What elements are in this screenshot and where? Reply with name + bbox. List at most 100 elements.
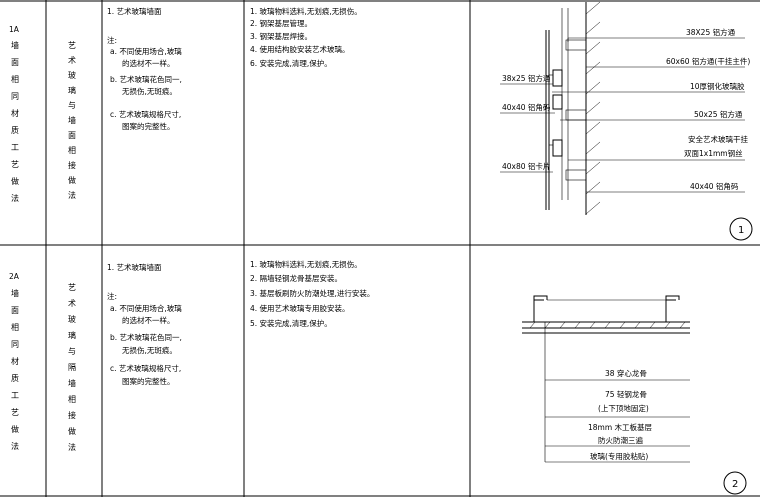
svg-text:面: 面 [11, 58, 19, 67]
svg-text:玻: 玻 [68, 314, 76, 324]
svg-text:1: 1 [738, 225, 744, 236]
svg-text:b. 艺术玻璃花色同一,: b. 艺术玻璃花色同一, [110, 332, 182, 342]
svg-text:a. 不同使用场合,玻璃: a. 不同使用场合,玻璃 [110, 303, 182, 313]
svg-text:10厚钢化玻璃胶: 10厚钢化玻璃胶 [690, 81, 745, 91]
svg-text:面: 面 [68, 131, 76, 140]
svg-text:隔: 隔 [68, 363, 76, 372]
svg-text:玻璃(专用胶粘贴): 玻璃(专用胶粘贴) [590, 451, 648, 461]
svg-text:双面1x1mm钢丝: 双面1x1mm钢丝 [684, 148, 743, 158]
svg-text:材: 材 [11, 108, 19, 118]
svg-text:工: 工 [11, 391, 19, 400]
row-1: 1A 墙 面 相 同 材 质 工 艺 做 法 艺 术 玻 璃 与 墙 面 相 接… [9, 1, 753, 241]
svg-text:法: 法 [11, 441, 19, 451]
svg-text:做: 做 [68, 426, 76, 436]
svg-text:同: 同 [11, 340, 19, 349]
svg-text:40x80 铝卡片: 40x80 铝卡片 [502, 161, 550, 171]
material-notes: 1. 艺术玻璃墙面 注: a. 不同使用场合,玻璃 的选材不一样。 b. 艺术玻… [107, 6, 182, 131]
svg-text:与: 与 [68, 101, 76, 110]
detail-number-badge: 1 [729, 217, 753, 241]
svg-text:艺: 艺 [11, 408, 19, 417]
svg-text:材: 材 [11, 356, 19, 366]
svg-text:75 轻钢龙骨: 75 轻钢龙骨 [605, 389, 647, 399]
process-steps: 1. 玻璃物料选料,无划痕,无损伤。 2. 钢架基层管理。 3. 钢架基层焊接。… [250, 6, 362, 68]
svg-text:18mm 木工板基层: 18mm 木工板基层 [588, 422, 653, 432]
svg-text:相: 相 [68, 145, 76, 155]
svg-text:相: 相 [11, 74, 19, 84]
svg-text:的选材不一样。: 的选材不一样。 [122, 315, 175, 325]
material-title: 1. 艺术玻璃墙面 [107, 262, 162, 272]
svg-text:与: 与 [68, 347, 76, 356]
svg-text:1. 玻璃物料选料,无划痕,无损伤。: 1. 玻璃物料选料,无划痕,无损伤。 [250, 259, 362, 269]
svg-text:璃: 璃 [68, 330, 76, 340]
svg-text:的选材不一样。: 的选材不一样。 [122, 58, 175, 68]
svg-text:2: 2 [732, 479, 738, 490]
svg-text:2. 钢架基层管理。: 2. 钢架基层管理。 [250, 18, 312, 28]
svg-text:无损伤,无斑痕。: 无损伤,无斑痕。 [122, 86, 177, 96]
svg-text:艺: 艺 [68, 283, 76, 292]
svg-text:质: 质 [11, 373, 19, 383]
svg-text:玻: 玻 [68, 70, 76, 80]
detail-drawing-1 [500, 1, 745, 215]
svg-text:法: 法 [68, 190, 76, 200]
svg-text:40x40 铝角码: 40x40 铝角码 [690, 181, 739, 191]
wall-hatching [585, 1, 601, 215]
svg-text:法: 法 [11, 193, 19, 203]
svg-text:6. 安装完成,清理,保护。: 6. 安装完成,清理,保护。 [250, 58, 332, 68]
svg-text:c. 艺术玻璃规格尺寸,: c. 艺术玻璃规格尺寸, [110, 109, 181, 119]
process-steps: 1. 玻璃物料选料,无划痕,无损伤。 2. 隔墙轻钢龙骨基层安装。 3. 基层板… [250, 259, 374, 328]
detail-number-badge: 2 [723, 471, 747, 495]
svg-text:相: 相 [68, 394, 76, 404]
row-code: 2A [9, 272, 20, 281]
panel-hatching [529, 321, 686, 329]
svg-text:术: 术 [68, 298, 76, 308]
row-code: 1A [9, 25, 20, 34]
svg-text:5. 安装完成,清理,保护。: 5. 安装完成,清理,保护。 [250, 318, 332, 328]
svg-text:c. 艺术玻璃规格尺寸,: c. 艺术玻璃规格尺寸, [110, 363, 181, 373]
note-heading: 注: [107, 291, 117, 301]
material-notes: 1. 艺术玻璃墙面 注: a. 不同使用场合,玻璃 的选材不一样。 b. 艺术玻… [107, 262, 182, 386]
svg-text:接: 接 [68, 410, 76, 420]
svg-text:面: 面 [11, 306, 19, 315]
svg-text:2. 隔墙轻钢龙骨基层安装。: 2. 隔墙轻钢龙骨基层安装。 [250, 273, 342, 283]
detail-labels-1: 38X25 铝方通 60x60 铝方通(干挂主件) 10厚钢化玻璃胶 50x25… [502, 27, 750, 191]
svg-text:4. 使用结构胶安装艺术玻璃。: 4. 使用结构胶安装艺术玻璃。 [250, 44, 350, 54]
svg-text:术: 术 [68, 55, 76, 65]
svg-text:艺: 艺 [11, 160, 19, 169]
svg-text:相: 相 [11, 322, 19, 332]
subject-text: 艺 术 玻 璃 与 墙 面 相 接 做 法 [68, 41, 76, 200]
svg-text:墙: 墙 [68, 115, 76, 125]
svg-text:质: 质 [11, 125, 19, 135]
svg-text:3. 基层板刷防火防潮处理,进行安装。: 3. 基层板刷防火防潮处理,进行安装。 [250, 288, 374, 298]
svg-text:接: 接 [68, 160, 76, 170]
svg-text:防火防潮三遍: 防火防潮三遍 [598, 435, 643, 445]
svg-text:墙: 墙 [11, 40, 19, 50]
svg-text:a. 不同使用场合,玻璃: a. 不同使用场合,玻璃 [110, 46, 182, 56]
category-text: 墙 面 相 同 材 质 工 艺 做 法 [11, 40, 19, 203]
category-text: 墙 面 相 同 材 质 工 艺 做 法 [11, 288, 19, 451]
svg-text:同: 同 [11, 92, 19, 101]
svg-text:60x60 铝方通(干挂主件): 60x60 铝方通(干挂主件) [666, 56, 750, 66]
svg-text:38 穿心龙骨: 38 穿心龙骨 [605, 368, 647, 378]
detail-drawing-2 [522, 295, 690, 463]
svg-text:墙: 墙 [68, 378, 76, 388]
svg-text:4. 使用艺术玻璃专用胶安装。: 4. 使用艺术玻璃专用胶安装。 [250, 303, 350, 313]
svg-text:3. 钢架基层焊接。: 3. 钢架基层焊接。 [250, 31, 312, 41]
svg-text:38X25 铝方通: 38X25 铝方通 [686, 27, 736, 37]
svg-text:无损伤,无斑痕。: 无损伤,无斑痕。 [122, 345, 177, 355]
svg-text:1. 玻璃物料选料,无划痕,无损伤。: 1. 玻璃物料选料,无划痕,无损伤。 [250, 6, 362, 16]
svg-text:做: 做 [68, 175, 76, 185]
svg-text:图案的完整性。: 图案的完整性。 [122, 376, 175, 386]
svg-text:做: 做 [11, 424, 19, 434]
svg-text:安全艺术玻璃干挂: 安全艺术玻璃干挂 [688, 134, 748, 144]
svg-text:图案的完整性。: 图案的完整性。 [122, 121, 175, 131]
material-title: 1. 艺术玻璃墙面 [107, 6, 162, 16]
svg-text:50x25 铝方通: 50x25 铝方通 [694, 109, 743, 119]
row-2: 2A 墙 面 相 同 材 质 工 艺 做 法 艺 术 玻 璃 与 隔 墙 相 接… [9, 259, 747, 495]
svg-text:璃: 璃 [68, 85, 76, 95]
svg-text:做: 做 [11, 176, 19, 186]
svg-text:法: 法 [68, 442, 76, 452]
svg-text:38x25 铝方通: 38x25 铝方通 [502, 73, 551, 83]
svg-text:墙: 墙 [11, 288, 19, 298]
